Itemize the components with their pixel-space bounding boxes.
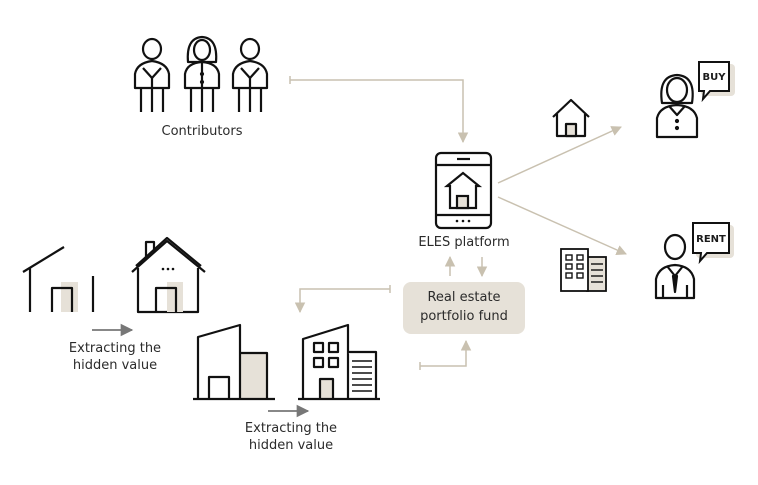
new-building-icon (298, 323, 380, 401)
old-building-icon (193, 323, 275, 401)
extract-left-line1: Extracting the (68, 341, 162, 356)
fund-label: Real estate portfolio fund (403, 288, 525, 326)
extract-bottom-line2: hidden value (248, 438, 334, 453)
fund-label-line1: Real estate (427, 290, 501, 305)
small-house-icon (552, 98, 590, 138)
extract-left-line2: hidden value (72, 358, 158, 373)
contributors-label: Contributors (161, 124, 243, 139)
buy-label: BUY (703, 72, 727, 83)
new-house-icon (131, 236, 206, 314)
connector-fund-buildings (300, 285, 466, 370)
buy-bubble-icon (698, 61, 735, 103)
old-house-icon (22, 246, 95, 312)
connector-platform-outputs (497, 126, 627, 255)
rent-label: RENT (696, 234, 726, 245)
extract-bottom-line1: Extracting the (244, 421, 338, 436)
person-icon (133, 37, 171, 112)
renter-icon (654, 233, 696, 300)
extract-bottom-label: Extracting the hidden value (231, 420, 351, 454)
fund-box (403, 282, 525, 334)
connector-platform-fund (444, 255, 488, 278)
office-buildings-icon (560, 248, 607, 292)
fund-label-line2: portfolio fund (420, 309, 508, 324)
buyer-icon (655, 73, 699, 139)
extract-left-label: Extracting the hidden value (55, 340, 175, 374)
rent-bubble-icon (692, 222, 734, 265)
contributors-icon (133, 35, 269, 112)
person-icon (231, 37, 269, 112)
connector-contributors-platform (289, 76, 463, 142)
platform-label: ELES platform (418, 235, 510, 250)
tablet-icon (434, 151, 493, 230)
person-icon (183, 35, 221, 112)
